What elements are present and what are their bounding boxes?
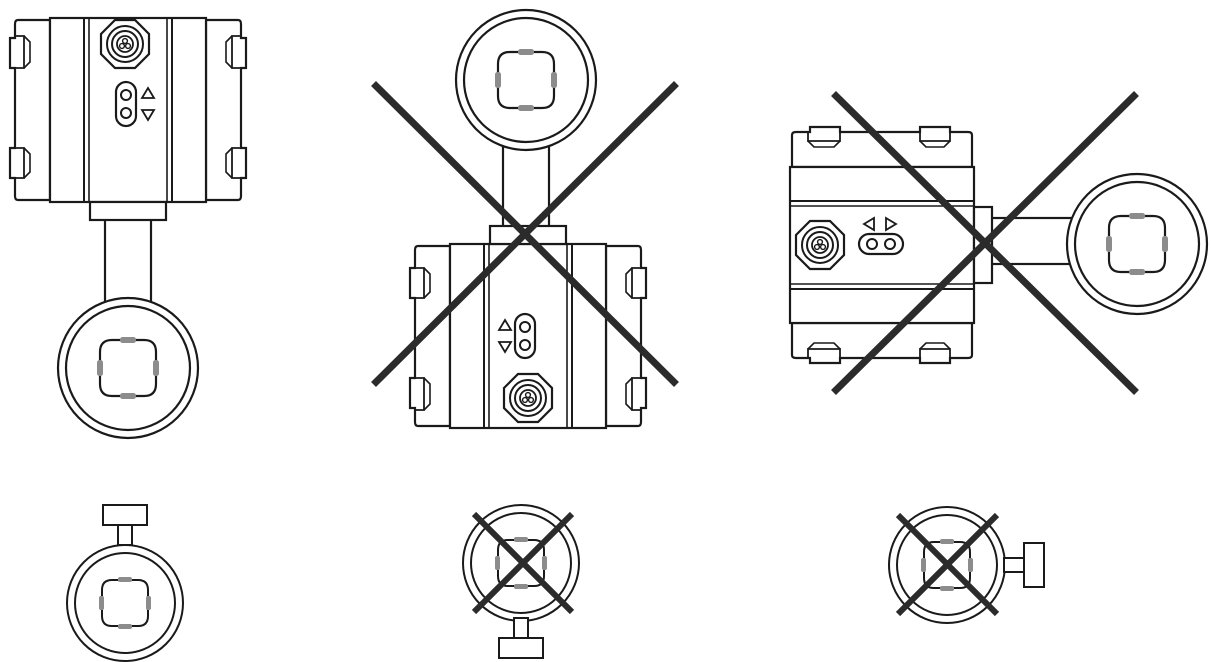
flow-tube <box>56 296 200 440</box>
flow-tube <box>66 544 184 662</box>
installation-transmitter-up <box>8 16 248 440</box>
x-mark-icon <box>895 512 1000 617</box>
installation-transmitter-down <box>371 8 679 430</box>
installation-transmitter-side <box>788 91 1209 395</box>
pipe-view-right <box>888 506 1045 624</box>
connecting-neck <box>103 216 153 306</box>
down-arrow-icon <box>497 341 513 354</box>
cable-gland-icon <box>794 219 846 271</box>
cable-gland-icon <box>502 372 554 424</box>
flow-tube <box>1065 172 1209 316</box>
x-mark-icon <box>831 91 1139 395</box>
indicator-light-icon <box>114 80 138 128</box>
indicator-light-icon <box>857 232 905 256</box>
up-arrow-icon <box>497 318 513 331</box>
x-mark-icon <box>471 511 575 615</box>
pipe-view-bottom <box>462 504 580 659</box>
cable-gland-icon <box>99 18 151 70</box>
pipe-view-top <box>66 504 184 662</box>
left-arrow-icon <box>862 216 875 232</box>
flow-tube <box>454 8 598 152</box>
indicator-light-icon <box>513 312 537 360</box>
right-arrow-icon <box>885 216 898 232</box>
down-arrow-icon <box>140 109 156 122</box>
up-arrow-icon <box>140 86 156 99</box>
x-mark-icon <box>371 81 679 387</box>
